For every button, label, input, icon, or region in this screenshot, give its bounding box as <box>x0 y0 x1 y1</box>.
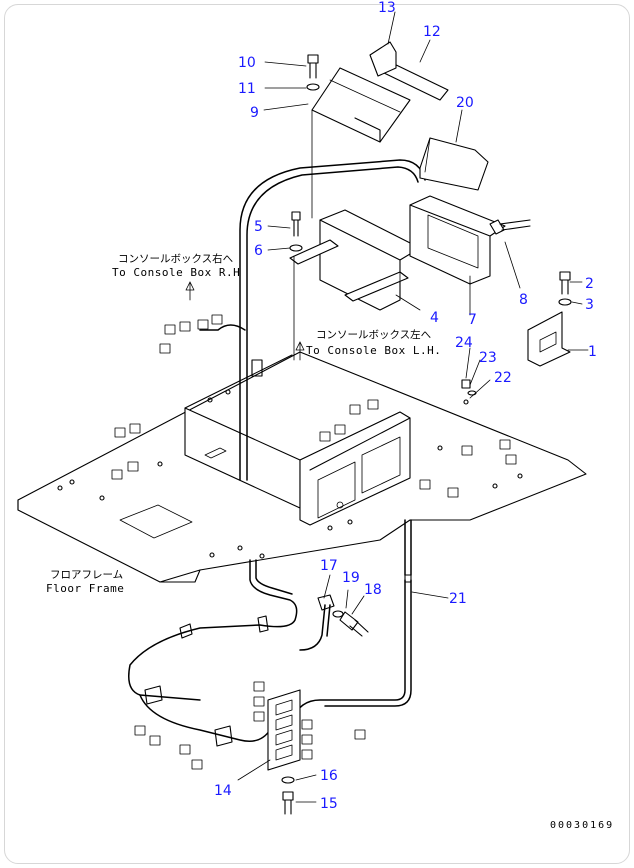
bracket-1 <box>527 311 571 367</box>
washer-16 <box>281 776 295 784</box>
bolt-8 <box>489 219 531 235</box>
floor-frame-jp-label: フロアフレーム <box>50 569 123 581</box>
viewer-frame <box>4 4 630 864</box>
callout-23: 23 <box>479 350 497 366</box>
clip-13 <box>369 41 397 77</box>
callout-13: 13 <box>378 0 396 16</box>
callout-6: 6 <box>254 243 263 259</box>
callout-24: 24 <box>455 335 473 351</box>
callout-15: 15 <box>320 796 338 812</box>
callout-18: 18 <box>364 582 382 598</box>
connector-clusters <box>111 314 517 770</box>
callout-5: 5 <box>254 219 263 235</box>
drawing-code: 00030169 <box>550 820 614 831</box>
small-parts-22-24 <box>461 379 477 405</box>
callout-leaders <box>185 11 589 803</box>
connector-plate-14 <box>267 689 301 771</box>
washer-11 <box>306 83 320 91</box>
callout-10: 10 <box>238 55 256 71</box>
callout-4: 4 <box>430 310 439 326</box>
callout-19: 19 <box>342 570 360 586</box>
washer-19 <box>332 610 344 618</box>
bolt-15 <box>282 791 294 815</box>
console-bracket-lh <box>299 411 411 526</box>
bolt-5 <box>291 211 301 237</box>
console-rh-en-label: To Console Box R.H <box>112 266 240 279</box>
callout-16: 16 <box>320 768 338 784</box>
console-rh-jp-label: コンソールボックス右へ <box>118 252 233 265</box>
cover-9 <box>311 67 411 143</box>
bolt-2 <box>559 271 571 295</box>
controller-7 <box>409 195 506 285</box>
floor-frame-en-label: Floor Frame <box>46 582 124 595</box>
callout-14: 14 <box>214 783 232 799</box>
callout-2: 2 <box>585 276 594 292</box>
callout-8: 8 <box>519 292 528 308</box>
callout-20: 20 <box>456 95 474 111</box>
console-lh-jp-label: コンソールボックス左へ <box>316 328 431 341</box>
callout-3: 3 <box>585 297 594 313</box>
cover-20 <box>419 137 489 191</box>
callout-11: 11 <box>238 81 256 97</box>
callout-9: 9 <box>250 105 259 121</box>
callout-12: 12 <box>423 24 441 40</box>
bracket-4 <box>289 209 421 311</box>
bolt-18 <box>339 611 369 637</box>
console-lh-en-label: To Console Box L.H. <box>306 344 441 357</box>
washer-3 <box>558 298 572 306</box>
callout-1: 1 <box>588 344 597 360</box>
harness-to-17 <box>299 594 335 651</box>
bolt-10 <box>307 54 319 79</box>
callout-17: 17 <box>320 558 338 574</box>
harness-rh-loop <box>199 159 426 481</box>
washer-6 <box>289 244 303 252</box>
harness-lower <box>128 559 298 747</box>
callout-21: 21 <box>449 591 467 607</box>
callout-22: 22 <box>494 370 512 386</box>
callout-7: 7 <box>468 312 477 328</box>
